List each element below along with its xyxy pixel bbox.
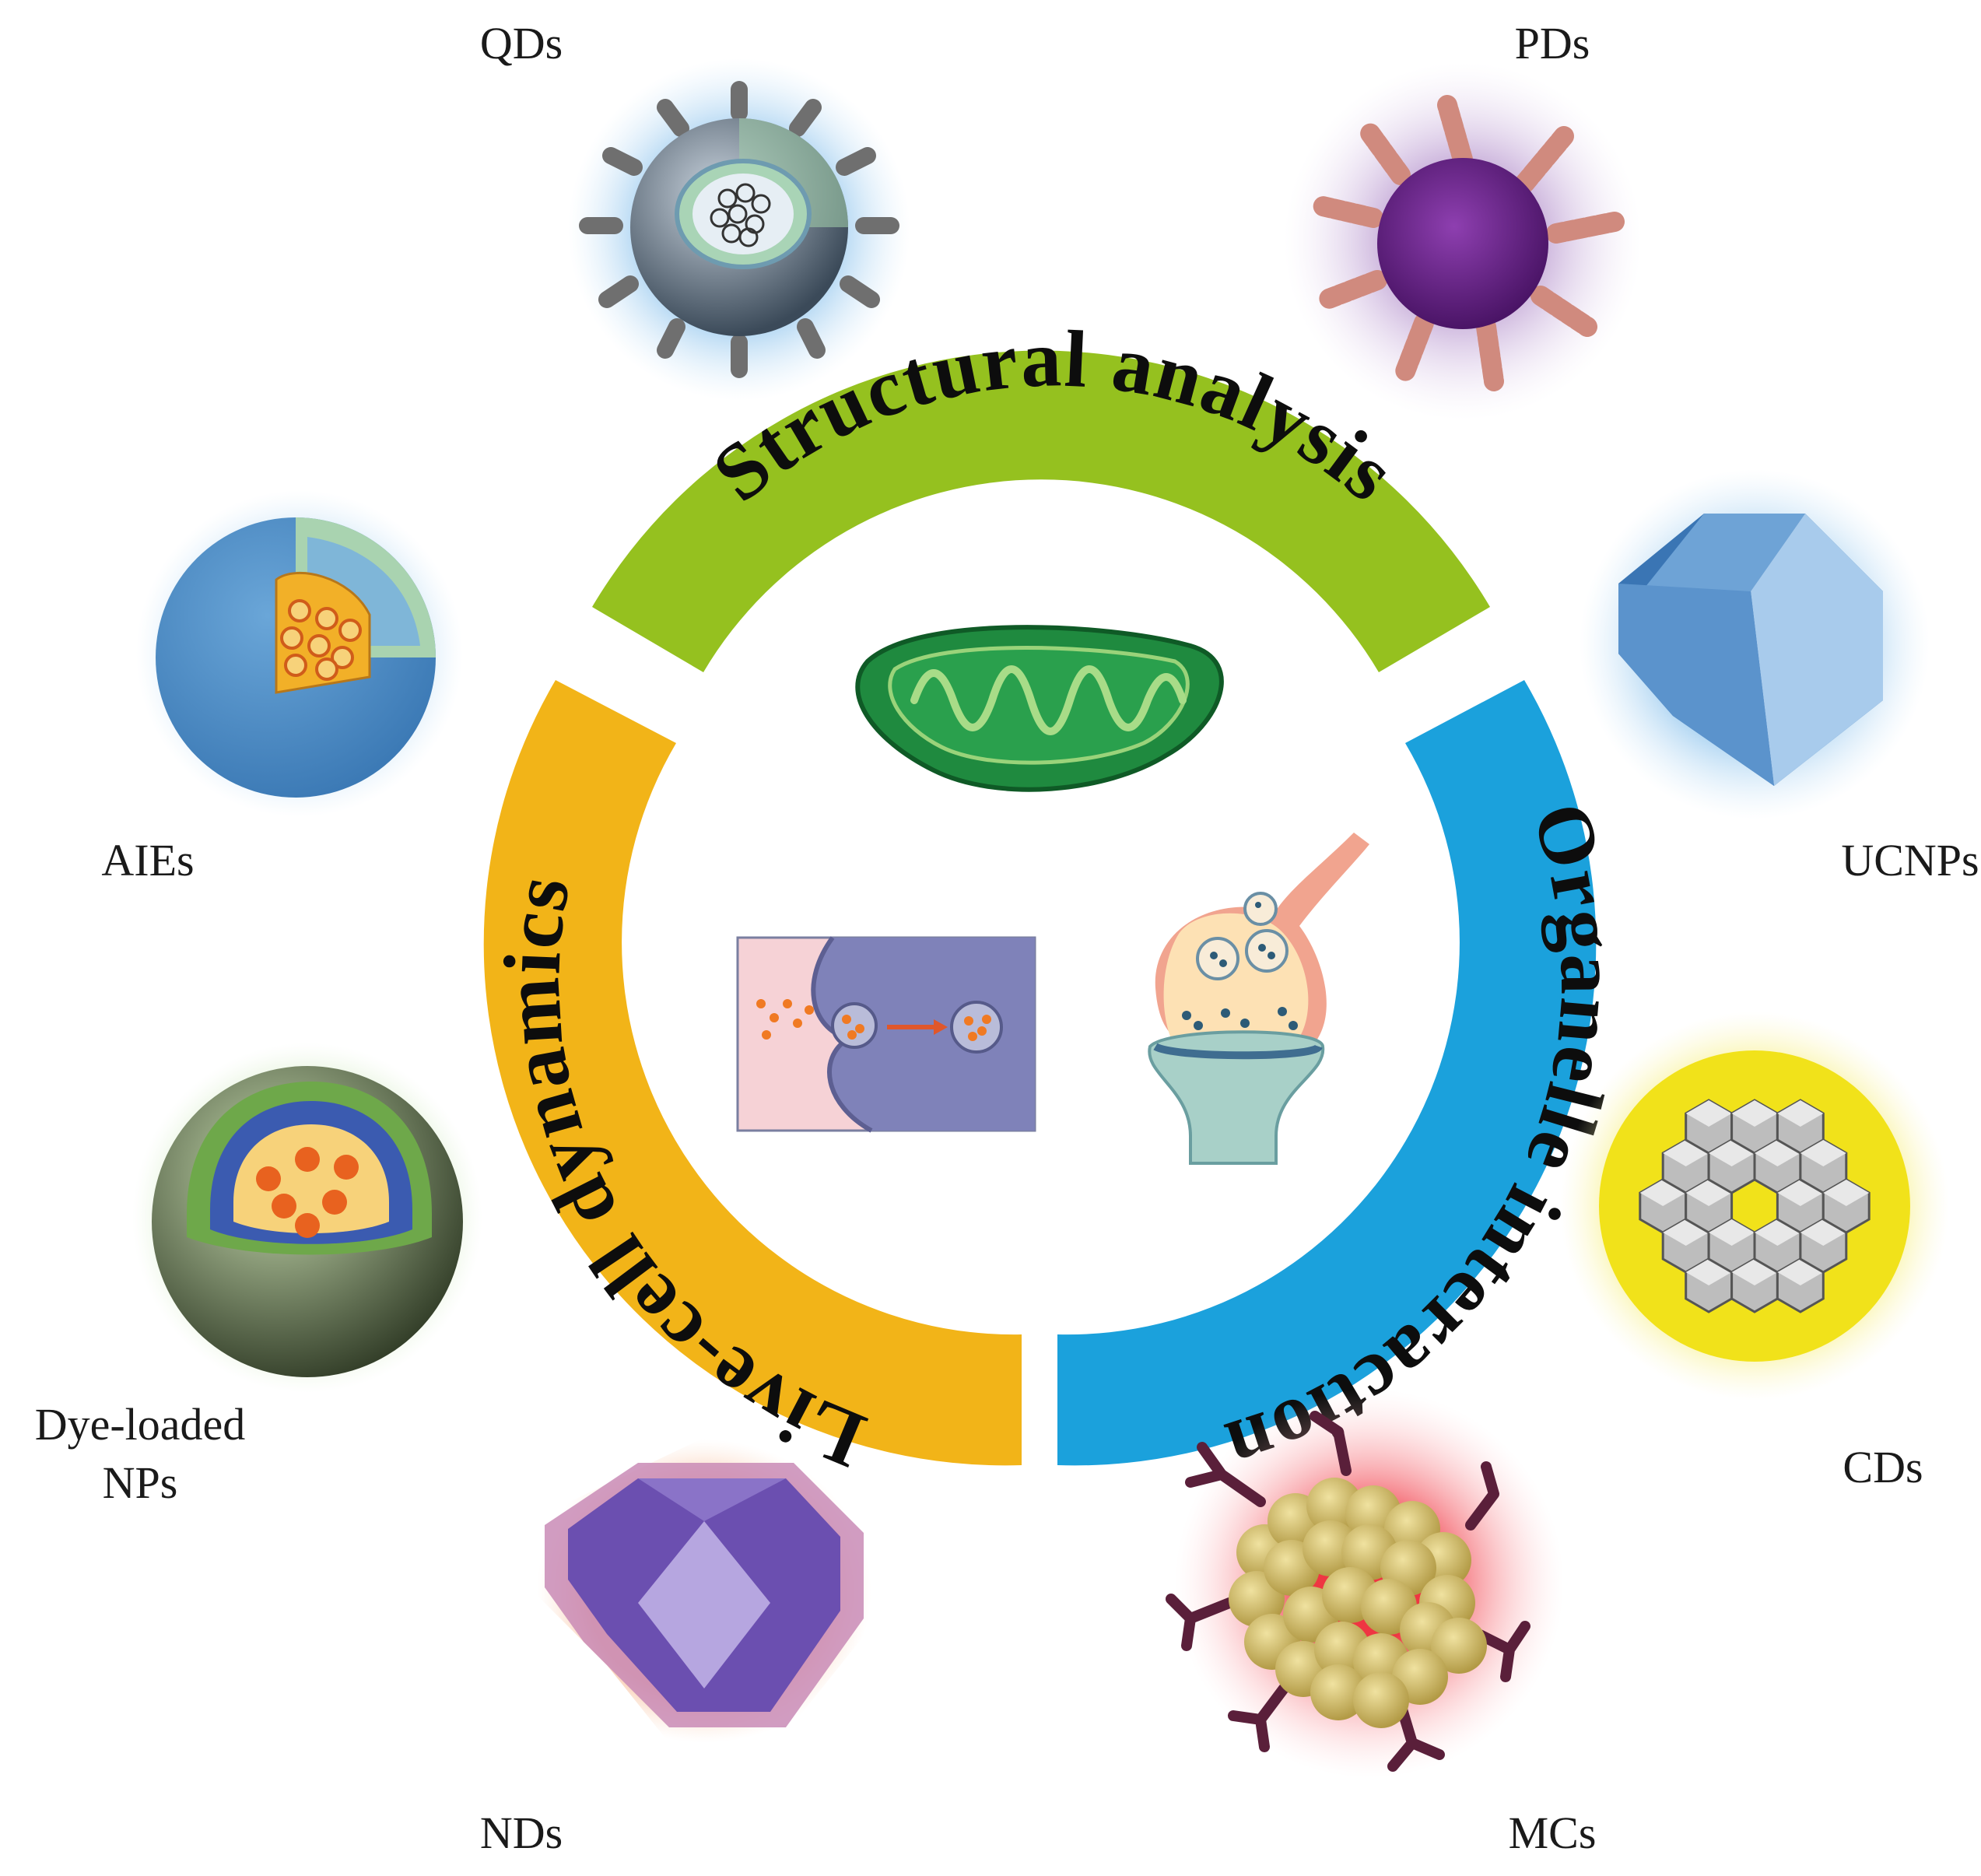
mcs-gold-beads — [1229, 1478, 1487, 1728]
cds-hexagon-facet — [1777, 1100, 1824, 1127]
mcs-bead — [1431, 1618, 1487, 1674]
qds-particle-icon — [568, 58, 910, 401]
mcs-particle-icon — [1166, 1389, 1564, 1778]
mitochondrion-icon — [855, 625, 1224, 792]
cds-hexagon-facet — [1731, 1100, 1778, 1127]
mcs-label: MCs — [1509, 1808, 1597, 1858]
aies-label: AIEs — [101, 835, 194, 885]
pds-label: PDs — [1515, 18, 1590, 68]
cds-hexagon-facet — [1800, 1140, 1846, 1166]
ring-segment-organelle — [1057, 680, 1597, 1466]
cds-label: CDs — [1843, 1442, 1923, 1492]
central-ring: Structural analysis Organelle interactio… — [483, 314, 1632, 1494]
mcs-bead — [1353, 1672, 1409, 1728]
cds-hexagon-facet — [1755, 1140, 1800, 1166]
synapse-icon — [1148, 833, 1369, 1165]
cds-hexagon-facet — [1800, 1219, 1846, 1246]
ring-segment-live-cell — [483, 680, 1022, 1466]
cds-hexagon-facet — [1755, 1219, 1800, 1246]
pds-particle-icon — [1284, 62, 1642, 420]
cds-hexagon-facet — [1639, 1180, 1686, 1206]
ring-segment-structural — [592, 350, 1490, 672]
cds-hexagon-lattice — [1639, 1099, 1871, 1313]
aies-particle-icon — [136, 490, 463, 817]
cds-hexagon-facet — [1685, 1259, 1732, 1285]
nds-particle-icon — [537, 1439, 871, 1743]
dye-loaded-label-line1: Dye-loaded — [35, 1399, 246, 1450]
cds-hexagon-facet — [1823, 1180, 1870, 1206]
cds-hexagon-facet — [1709, 1219, 1755, 1246]
qds-label: QDs — [480, 18, 563, 68]
endocytosis-icon — [736, 936, 1036, 1133]
cds-hexagon-facet — [1685, 1100, 1732, 1127]
ucnps-label: UCNPs — [1841, 835, 1979, 885]
dye-loaded-nps-particle-icon — [132, 1043, 482, 1393]
cds-hexagon-facet — [1685, 1180, 1732, 1206]
mcs-bead — [1310, 1664, 1366, 1720]
dye-loaded-label-line2: NPs — [103, 1457, 178, 1508]
ucnps-particle-icon — [1580, 469, 1930, 819]
nds-label: NDs — [480, 1808, 563, 1858]
cds-particle-icon — [1560, 1012, 1949, 1401]
